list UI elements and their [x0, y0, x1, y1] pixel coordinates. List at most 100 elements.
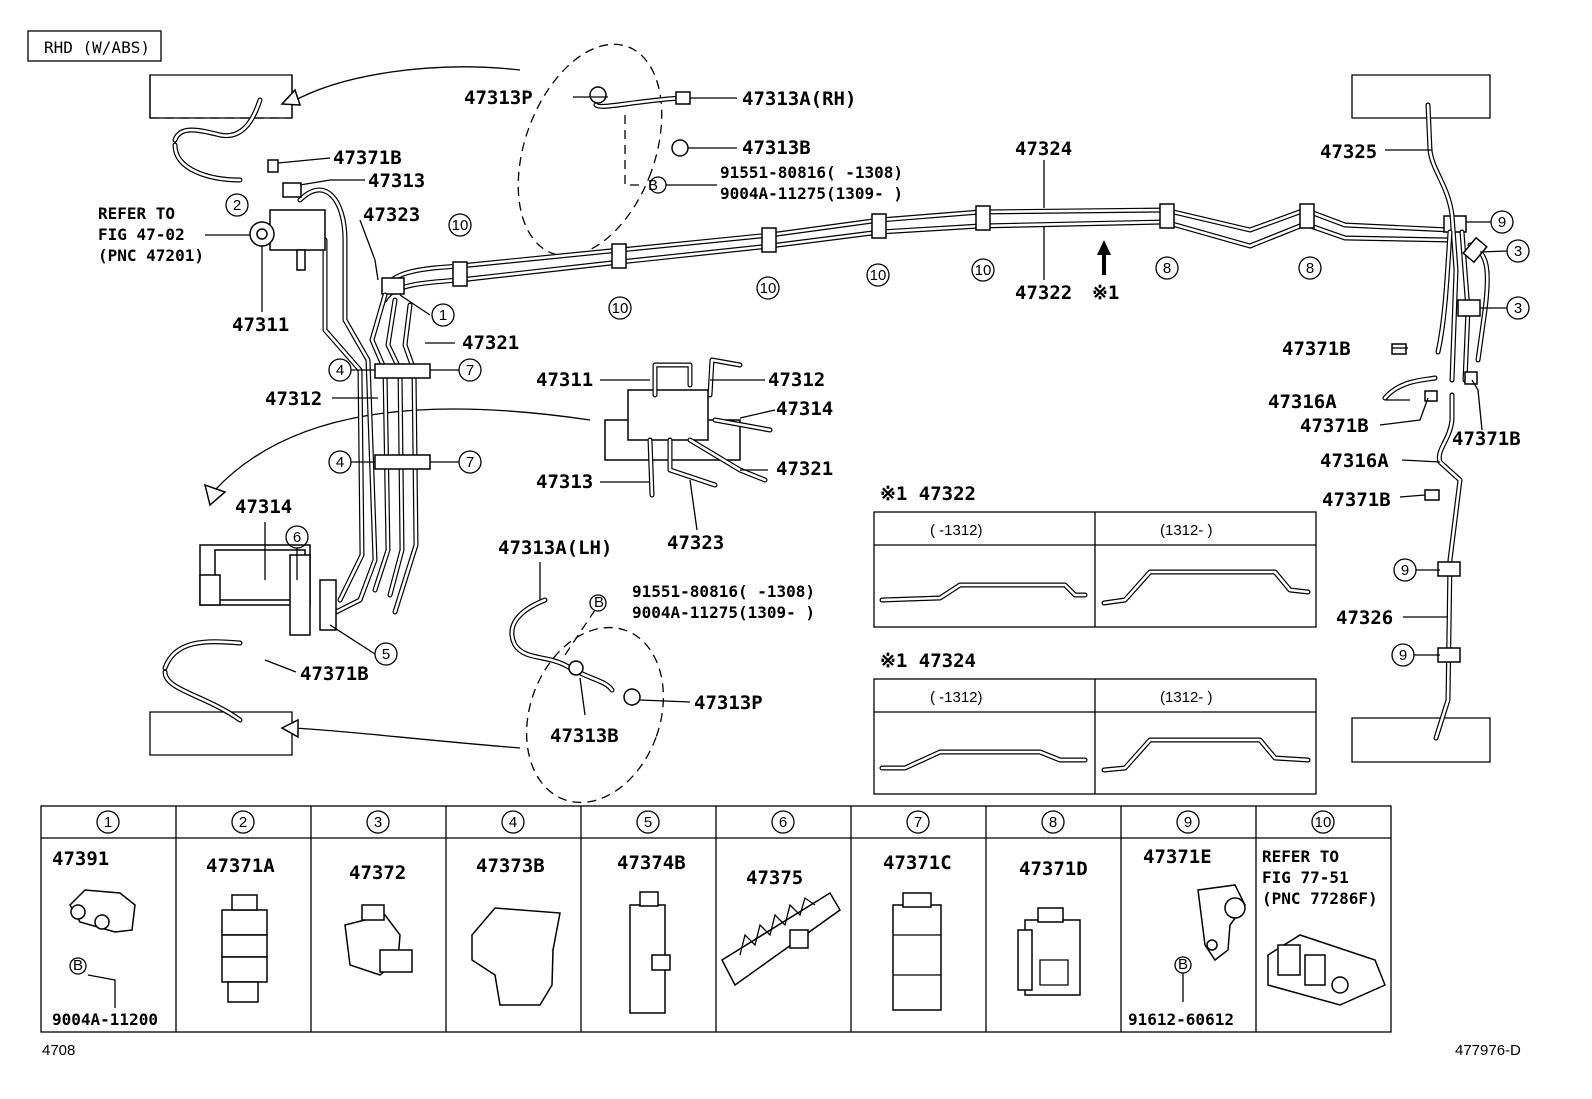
label-47313A-LH: 47313A(LH): [498, 537, 612, 559]
svg-text:3: 3: [1514, 243, 1522, 260]
wheel-rear-right: [1351, 717, 1491, 763]
table-part-7: 47371C: [883, 852, 952, 874]
part-illustration-9: B: [1174, 884, 1246, 1002]
svg-text:8: 8: [1049, 814, 1057, 831]
bolt-mark-top: B: [648, 177, 658, 194]
hydraulic-unit: [199, 544, 337, 636]
svg-text:9: 9: [1184, 814, 1192, 831]
svg-text:9: 9: [1399, 647, 1407, 664]
table-part-3: 47372: [349, 862, 406, 884]
label-47313P-top: 47313P: [464, 87, 533, 109]
label-bolt-top-1: 91551-80816( -1308): [720, 163, 903, 182]
svg-text:4: 4: [336, 362, 344, 379]
svg-text:9: 9: [1401, 562, 1409, 579]
part-illustration-8: [1017, 907, 1081, 996]
label-47311-1: 47311: [232, 314, 289, 336]
table-part-6: 47375: [746, 867, 803, 889]
svg-text:(1312- ): (1312- ): [1160, 522, 1213, 539]
table-part-2: 47371A: [206, 855, 275, 877]
label-47313-1: 47313: [368, 170, 425, 192]
part-illustration-3: [344, 904, 413, 976]
table-part-1: 47391: [52, 848, 109, 870]
svg-text:4: 4: [509, 814, 517, 831]
svg-text:6: 6: [293, 529, 301, 546]
hose-47313A-LH: [509, 594, 641, 706]
label-47371B-l: 47371B: [300, 663, 369, 685]
table-extra-9: 91612-60612: [1128, 1010, 1234, 1029]
svg-text:10: 10: [612, 300, 629, 317]
svg-text:(1312- ): (1312- ): [1160, 689, 1213, 706]
label-47321-1: 47321: [462, 332, 519, 354]
svg-text:2: 2: [233, 197, 241, 214]
svg-text:9: 9: [1498, 214, 1506, 231]
detail-ellipse-top: [517, 43, 663, 257]
refer-line3: (PNC 47201): [98, 246, 204, 265]
parts-table: 1 2 3 4 5 6 7 8 9 10 47391 9004A-11200 4…: [40, 805, 1392, 1033]
label-47313B-top: 47313B: [742, 137, 811, 159]
table-part-8: 47371D: [1019, 858, 1088, 880]
leader-lines: [205, 96, 1508, 716]
svg-text:4: 4: [336, 454, 344, 471]
table-part-5: 47374B: [617, 852, 686, 874]
label-47313P-bot: 47313P: [694, 692, 763, 714]
wheel-rear-left: [149, 711, 293, 756]
svg-text:B: B: [73, 957, 83, 974]
footer-right: 477976-D: [1455, 1042, 1521, 1059]
arrow-front-left: [291, 66, 521, 103]
label-47371B-r2: 47371B: [1300, 415, 1369, 437]
svg-text:5: 5: [644, 814, 652, 831]
svg-text:1: 1: [104, 814, 112, 831]
refer-line2: FIG 47-02: [98, 225, 185, 244]
wheel-front-left: [149, 74, 293, 119]
label-bolt-top-2: 9004A-11275(1309- ): [720, 184, 903, 203]
table-refer-line3: (PNC 77286F): [1262, 889, 1378, 908]
label-bolt-bot-1: 91551-80816( -1308): [632, 582, 815, 601]
bolt-mark-bot: B: [594, 594, 604, 611]
label-bolt-bot-2: 9004A-11275(1309- ): [632, 603, 815, 622]
svg-text:1: 1: [439, 307, 447, 324]
label-47326: 47326: [1336, 607, 1393, 629]
svg-text:5: 5: [382, 646, 390, 663]
junction-detail: [604, 357, 773, 498]
variant-box: [27, 30, 162, 62]
svg-text:10: 10: [760, 280, 777, 297]
variant-label: RHD (W/ABS): [44, 38, 150, 57]
label-47322: 47322: [1015, 282, 1072, 304]
part-illustration-10: [1267, 934, 1386, 1006]
arrow-hydraulic: [214, 408, 591, 491]
label-47316A-r1: 47316A: [1268, 391, 1337, 413]
label-c47313: 47313: [536, 471, 593, 493]
footer-left: 4708: [42, 1042, 75, 1059]
arrow-rear-left: [291, 727, 521, 749]
hose-47313A-RH: [589, 86, 691, 194]
abs-actuator: [249, 159, 326, 271]
svg-text:7: 7: [466, 454, 474, 471]
label-47324: 47324: [1015, 138, 1072, 160]
label-47313A-RH: 47313A(RH): [742, 88, 856, 110]
callouts: 2 1 10 10 10 10 10 8 8 9 3 3 9 9 4 7 4 7…: [225, 193, 1530, 667]
svg-text:※1 47322: ※1 47322: [880, 483, 976, 505]
label-47371B-r3: 47371B: [1452, 428, 1521, 450]
svg-text:7: 7: [914, 814, 922, 831]
part-illustration-2: [221, 894, 268, 1003]
label-ref1: ※1: [1092, 282, 1119, 304]
svg-text:( -1312): ( -1312): [930, 522, 983, 539]
label-47314-l: 47314: [235, 496, 292, 518]
svg-text:10: 10: [1315, 814, 1332, 831]
wheel-front-right: [1351, 74, 1491, 119]
pipe-right-side: [1382, 102, 1490, 741]
svg-text:B: B: [1178, 956, 1188, 973]
label-c47311: 47311: [536, 369, 593, 391]
label-c47323: 47323: [667, 532, 724, 554]
label-47325: 47325: [1320, 141, 1377, 163]
label-47323-1: 47323: [363, 204, 420, 226]
detail-ellipse-bottom: [525, 626, 665, 804]
label-c47312: 47312: [768, 369, 825, 391]
label-47312-1: 47312: [265, 388, 322, 410]
inset-47322: ※1 47322 ( -1312) (1312- ): [873, 483, 1317, 628]
part-illustration-5: [629, 891, 671, 1014]
svg-text:8: 8: [1163, 260, 1171, 277]
svg-text:10: 10: [975, 262, 992, 279]
svg-text:3: 3: [1514, 300, 1522, 317]
